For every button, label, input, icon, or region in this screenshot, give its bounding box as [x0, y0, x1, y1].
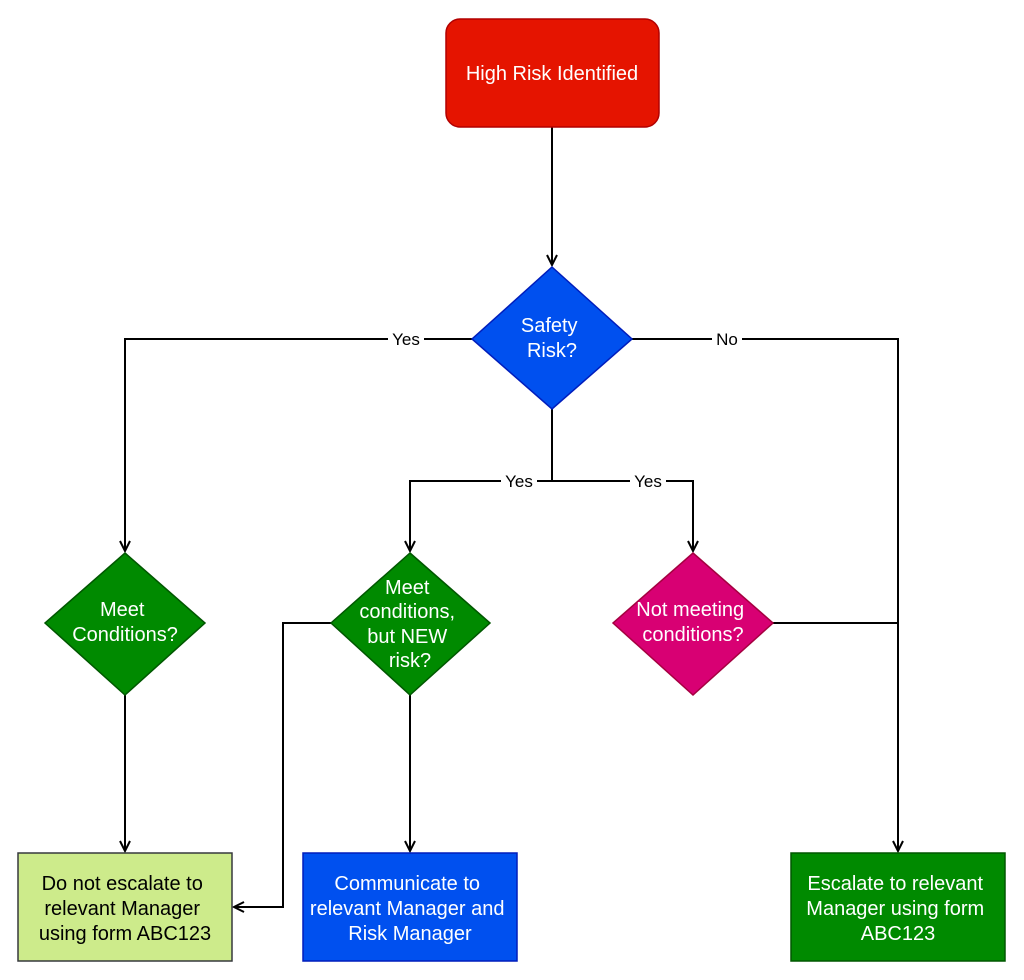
- edge-label-text: Yes: [634, 472, 662, 491]
- node-label: Meet Conditions?: [72, 599, 178, 646]
- edge-label-safety-to-not-meeting: Yes: [630, 471, 666, 491]
- edge-safety-to-meet: [125, 338, 472, 550]
- edge-label-safety-to-new-risk: Yes: [501, 471, 537, 491]
- node-meet-conditions-decision: Meet Conditions?: [43, 552, 207, 697]
- node-not-meeting-conditions-decision: Not meeting conditions?: [611, 552, 775, 697]
- node-label: Not meeting conditions?: [636, 599, 749, 646]
- node-do-not-escalate: Do not escalate to relevant Manager usin…: [17, 852, 233, 962]
- node-safety-risk-decision: Safety Risk?: [470, 265, 634, 410]
- edge-label-safety-to-escalate: No: [712, 329, 742, 349]
- edge-label-text: Yes: [392, 330, 420, 349]
- node-label: Safety Risk?: [521, 315, 583, 362]
- node-label: Communicate to relevant Manager and Risk…: [310, 873, 510, 945]
- edge-new-risk-to-no-escalate: [235, 622, 331, 907]
- node-escalate: Escalate to relevant Manager using form …: [790, 852, 1006, 962]
- node-communicate: Communicate to relevant Manager and Risk…: [302, 852, 518, 962]
- edge-safety-to-new-risk: [410, 409, 553, 550]
- node-label: Escalate to relevant Manager using form …: [806, 873, 989, 945]
- node-high-risk-identified: High Risk Identified: [445, 18, 660, 128]
- node-new-risk-decision: Meet conditions, but NEW risk?: [329, 552, 492, 697]
- node-label: High Risk Identified: [466, 63, 638, 85]
- node-label: Meet conditions, but NEW risk?: [359, 577, 460, 672]
- edge-label-text: No: [716, 330, 738, 349]
- node-label: Do not escalate to relevant Manager usin…: [39, 873, 211, 945]
- edge-safety-to-not-meeting: [552, 480, 693, 550]
- edge-label-safety-to-meet: Yes: [388, 329, 424, 349]
- edge-label-text: Yes: [505, 472, 533, 491]
